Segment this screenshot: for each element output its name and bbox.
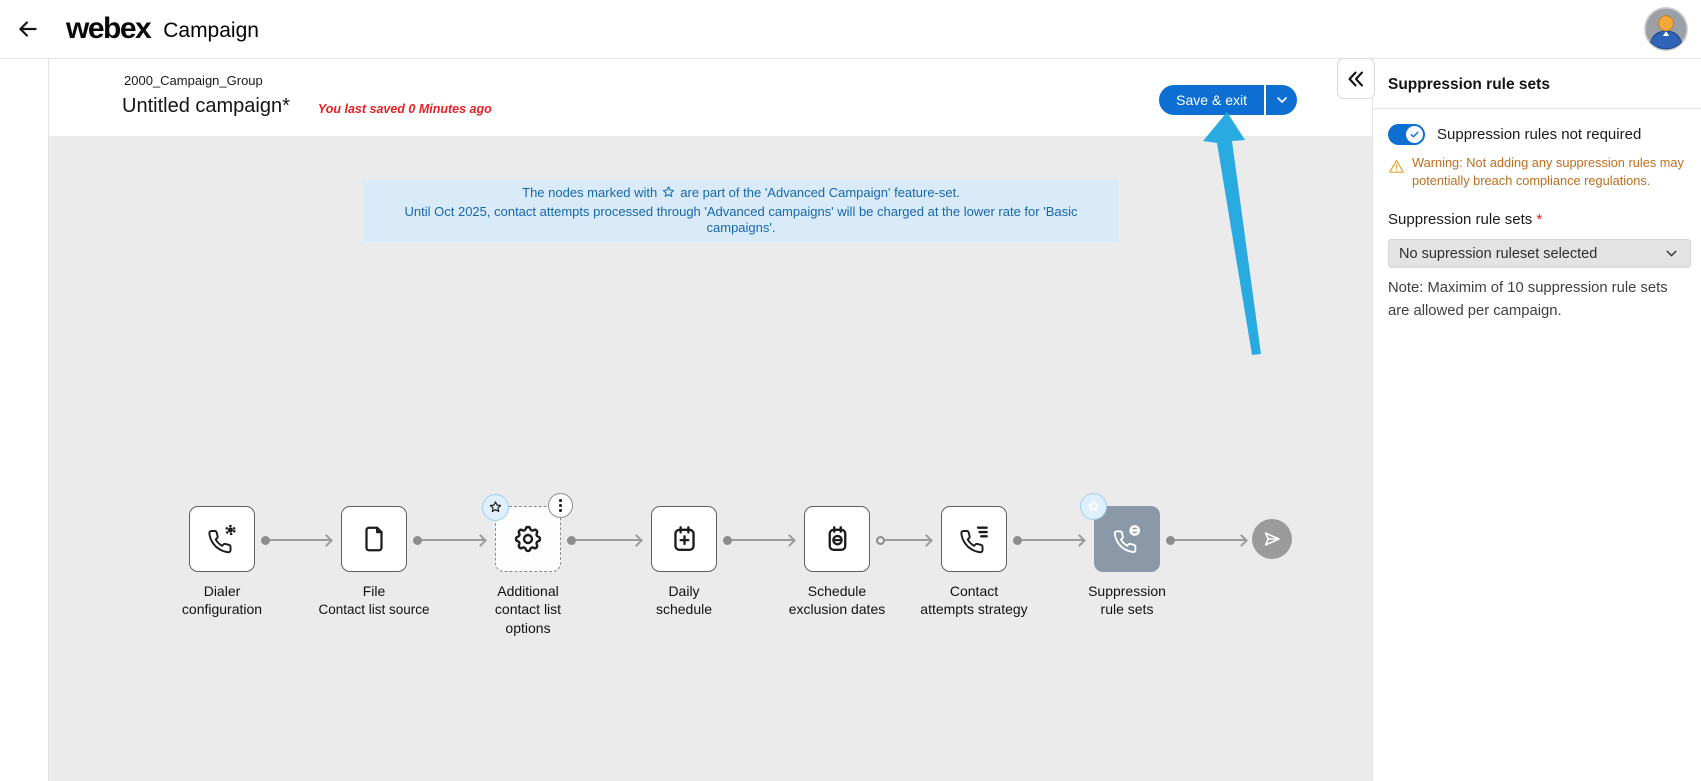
connector	[567, 533, 643, 547]
collapse-panel-button[interactable]	[1337, 58, 1375, 99]
user-avatar-icon	[1644, 7, 1688, 51]
calendar-plus-icon	[673, 525, 695, 551]
campaign-group-name: 2000_Campaign_Group	[124, 73, 263, 88]
app-title: Campaign	[163, 18, 259, 42]
note-text: Note: Maximim of 10 suppression rule set…	[1388, 280, 1668, 319]
send-icon	[1264, 532, 1280, 546]
node-file-contact-list-source[interactable]: File Contact list source	[309, 506, 439, 617]
flow-end-node	[1252, 519, 1292, 559]
phone-suppress-icon	[1113, 525, 1141, 553]
connector	[723, 533, 796, 547]
phone-list-icon	[960, 526, 988, 554]
autosave-status: You last saved 0 Minutes ago	[317, 101, 492, 116]
check-icon	[1410, 131, 1419, 138]
gear-icon	[514, 525, 542, 553]
campaign-header: 2000_Campaign_Group Untitled campaign* Y…	[49, 59, 1372, 136]
node-schedule-exclusion-dates[interactable]: Schedule exclusion dates	[772, 506, 902, 619]
save-split-button: Save & exit	[1159, 85, 1297, 115]
suppression-not-required-toggle[interactable]	[1388, 124, 1425, 145]
warning-icon	[1389, 159, 1404, 173]
left-rail	[0, 59, 49, 781]
webex-logo: webex	[66, 12, 152, 45]
node-contact-attempts-strategy[interactable]: Contact attempts strategy	[909, 506, 1039, 619]
chevron-down-icon	[1666, 250, 1677, 257]
banner-line2: Until Oct 2025, contact attempts process…	[404, 204, 1078, 235]
star-icon	[1087, 500, 1100, 512]
connector	[413, 533, 487, 547]
connector	[1013, 533, 1086, 547]
save-exit-button[interactable]: Save & exit	[1159, 85, 1264, 115]
double-chevron-left-icon	[1348, 71, 1364, 86]
connector	[1166, 533, 1248, 547]
node-suppression-rule-sets[interactable]: Suppression rule sets	[1062, 493, 1192, 619]
node-menu-button[interactable]	[548, 493, 573, 518]
toggle-label: Suppression rules not required	[1437, 126, 1642, 143]
node-daily-schedule[interactable]: Daily schedule	[619, 506, 749, 619]
chevron-down-icon	[1276, 97, 1287, 103]
warning-text: Warning: Not adding any suppression rule…	[1412, 155, 1684, 188]
campaign-title: Untitled campaign*	[122, 95, 290, 117]
back-arrow-icon	[19, 21, 37, 37]
suppression-ruleset-select[interactable]: No supression ruleset selected	[1388, 239, 1691, 269]
top-bar: webex Campaign	[0, 0, 1701, 59]
star-icon	[489, 501, 502, 513]
suppression-settings-panel: Suppression rule sets Suppression rules …	[1372, 59, 1701, 781]
field-label-row: Suppression rule sets *	[1388, 211, 1691, 228]
divider	[1373, 108, 1701, 109]
advanced-star-icon	[661, 185, 676, 204]
node-dialer-configuration[interactable]: Dialer configuration	[157, 506, 287, 619]
connector	[876, 533, 933, 547]
select-value: No supression ruleset selected	[1399, 245, 1598, 262]
node-additional-contact-list-options[interactable]: Additional contact list options	[463, 493, 593, 637]
required-asterisk: *	[1536, 211, 1543, 229]
file-icon	[365, 526, 383, 552]
field-label: Suppression rule sets	[1388, 211, 1533, 229]
advanced-star-badge	[1080, 493, 1107, 520]
back-button[interactable]	[8, 9, 48, 49]
panel-title: Suppression rule sets	[1388, 76, 1550, 93]
avatar[interactable]	[1644, 7, 1688, 51]
phone-gear-icon	[208, 524, 236, 554]
save-options-dropdown[interactable]	[1266, 85, 1297, 115]
advanced-star-badge	[482, 494, 509, 521]
connector	[261, 533, 333, 547]
calendar-minus-icon	[828, 525, 846, 551]
